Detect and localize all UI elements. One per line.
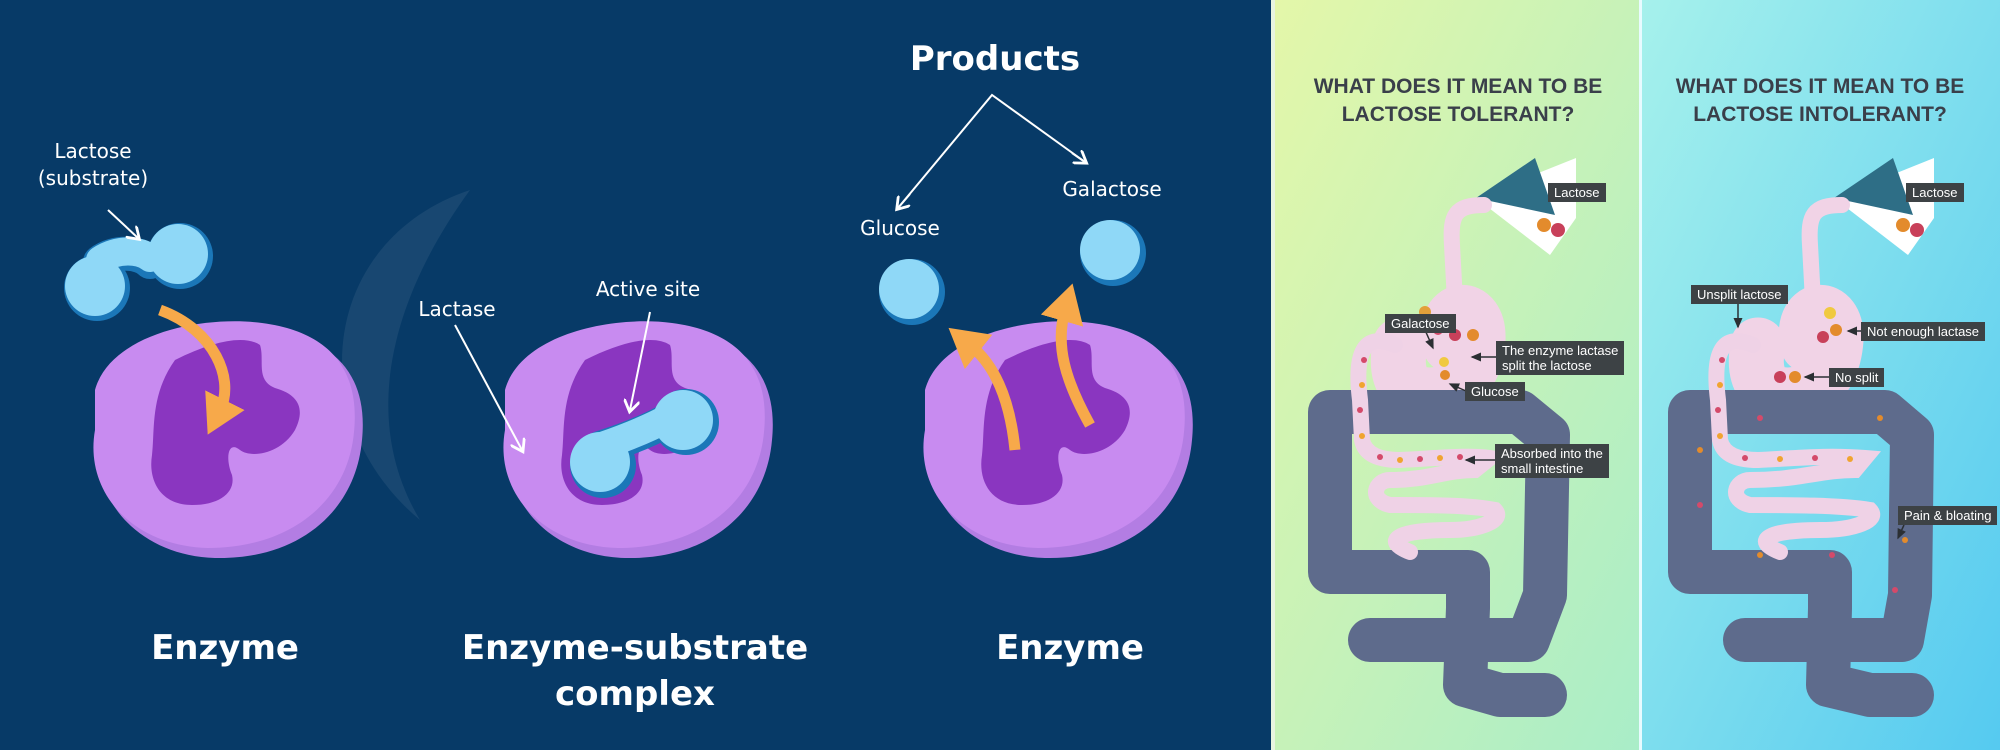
lactose-substrate-molecule — [64, 223, 213, 321]
intolerant-pointers — [1733, 304, 1906, 540]
panel-divider — [1271, 0, 1275, 750]
galactose-label: Galactose — [1062, 177, 1162, 201]
milk-carton-intolerant — [1834, 158, 1934, 255]
enzyme-1 — [93, 321, 363, 559]
tag-pain-bloating: Pain & bloating — [1898, 506, 1998, 525]
tag-not-enough-lactase: Not enough lactase — [1861, 322, 1986, 341]
esophagus-stomach-tolerant — [1370, 197, 1506, 423]
glucose-molecule — [879, 259, 939, 319]
intolerant-title-line-2: LACTOSE INTOLERANT? — [1693, 103, 1947, 126]
lactase-label: Lactase — [418, 297, 496, 321]
substrate-label-line-2: (substrate) — [37, 166, 149, 190]
tag-absorbed-line-1: Absorbed into the — [1501, 446, 1603, 461]
stage-label-complex: Enzyme-substrate complex — [460, 625, 810, 717]
tolerant-title-line-1: WHAT DOES IT MEAN TO BE — [1313, 75, 1603, 98]
intolerant-panel-title: WHAT DOES IT MEAN TO BE LACTOSE INTOLERA… — [1655, 73, 1985, 129]
products-arrow-left-tip — [898, 193, 911, 208]
bound-substrate-molecule — [570, 389, 719, 498]
stage-label-enzyme-3: Enzyme — [996, 628, 1144, 668]
galactose-molecule — [1080, 220, 1140, 280]
tolerant-title-line-2: LACTOSE TOLERANT? — [1341, 103, 1575, 126]
tag-lactose-intolerant: Lactose — [1906, 183, 1964, 202]
products-arrows — [897, 93, 1086, 209]
tag-absorbed-line-2: small intestine — [1501, 461, 1584, 476]
esophagus-stomach-intolerant — [1728, 197, 1864, 423]
nutrient-dots-intolerant — [1697, 307, 1908, 593]
milk-carton-tolerant — [1476, 158, 1576, 255]
intolerant-title-line-1: WHAT DOES IT MEAN TO BE — [1675, 75, 1965, 98]
large-intestine-intolerant — [1668, 390, 1934, 717]
tag-no-split: No split — [1829, 368, 1885, 387]
stage-label-enzyme-1: Enzyme — [151, 628, 299, 668]
tag-glucose: Glucose — [1465, 382, 1525, 401]
lactase-pointer — [454, 324, 522, 450]
substrate-label: Lactose (substrate) — [28, 138, 158, 192]
products-arrow-right-tip — [1071, 153, 1085, 162]
tag-enzyme-split-line-2: split the lactose — [1502, 358, 1592, 373]
release-arrow-galactose — [1040, 283, 1095, 428]
release-arrow-glucose — [948, 327, 1021, 451]
watermark — [342, 190, 470, 520]
glucose-label: Glucose — [860, 216, 940, 240]
tag-enzyme-split-line-1: The enzyme lactase — [1502, 343, 1619, 358]
large-intestine-tolerant — [1308, 390, 1570, 717]
tag-enzyme-split: The enzyme lactase split the lactose — [1496, 341, 1625, 375]
small-intestine-tolerant — [1350, 333, 1510, 560]
tolerant-panel-title: WHAT DOES IT MEAN TO BE LACTOSE TOLERANT… — [1293, 73, 1623, 129]
enzyme-3 — [923, 321, 1193, 559]
tag-lactose-tolerant: Lactose — [1548, 183, 1606, 202]
panel-divider-2 — [1639, 0, 1642, 750]
binding-arrow — [158, 304, 245, 435]
tag-unsplit-lactose: Unsplit lactose — [1691, 285, 1788, 304]
tag-absorbed: Absorbed into the small intestine — [1495, 444, 1609, 478]
substrate-pointer — [107, 209, 138, 238]
stage-label-complex-line-2: complex — [555, 674, 715, 714]
products-label: Products — [909, 39, 1081, 79]
active-site-label: Active site — [595, 277, 701, 301]
tolerant-pointers — [1424, 329, 1497, 465]
active-site-pointer — [630, 311, 651, 410]
substrate-label-line-1: Lactose — [54, 139, 132, 163]
tag-galactose: Galactose — [1385, 314, 1456, 333]
stage-label-complex-line-1: Enzyme-substrate — [461, 628, 809, 668]
small-intestine-intolerant — [1708, 333, 1882, 560]
